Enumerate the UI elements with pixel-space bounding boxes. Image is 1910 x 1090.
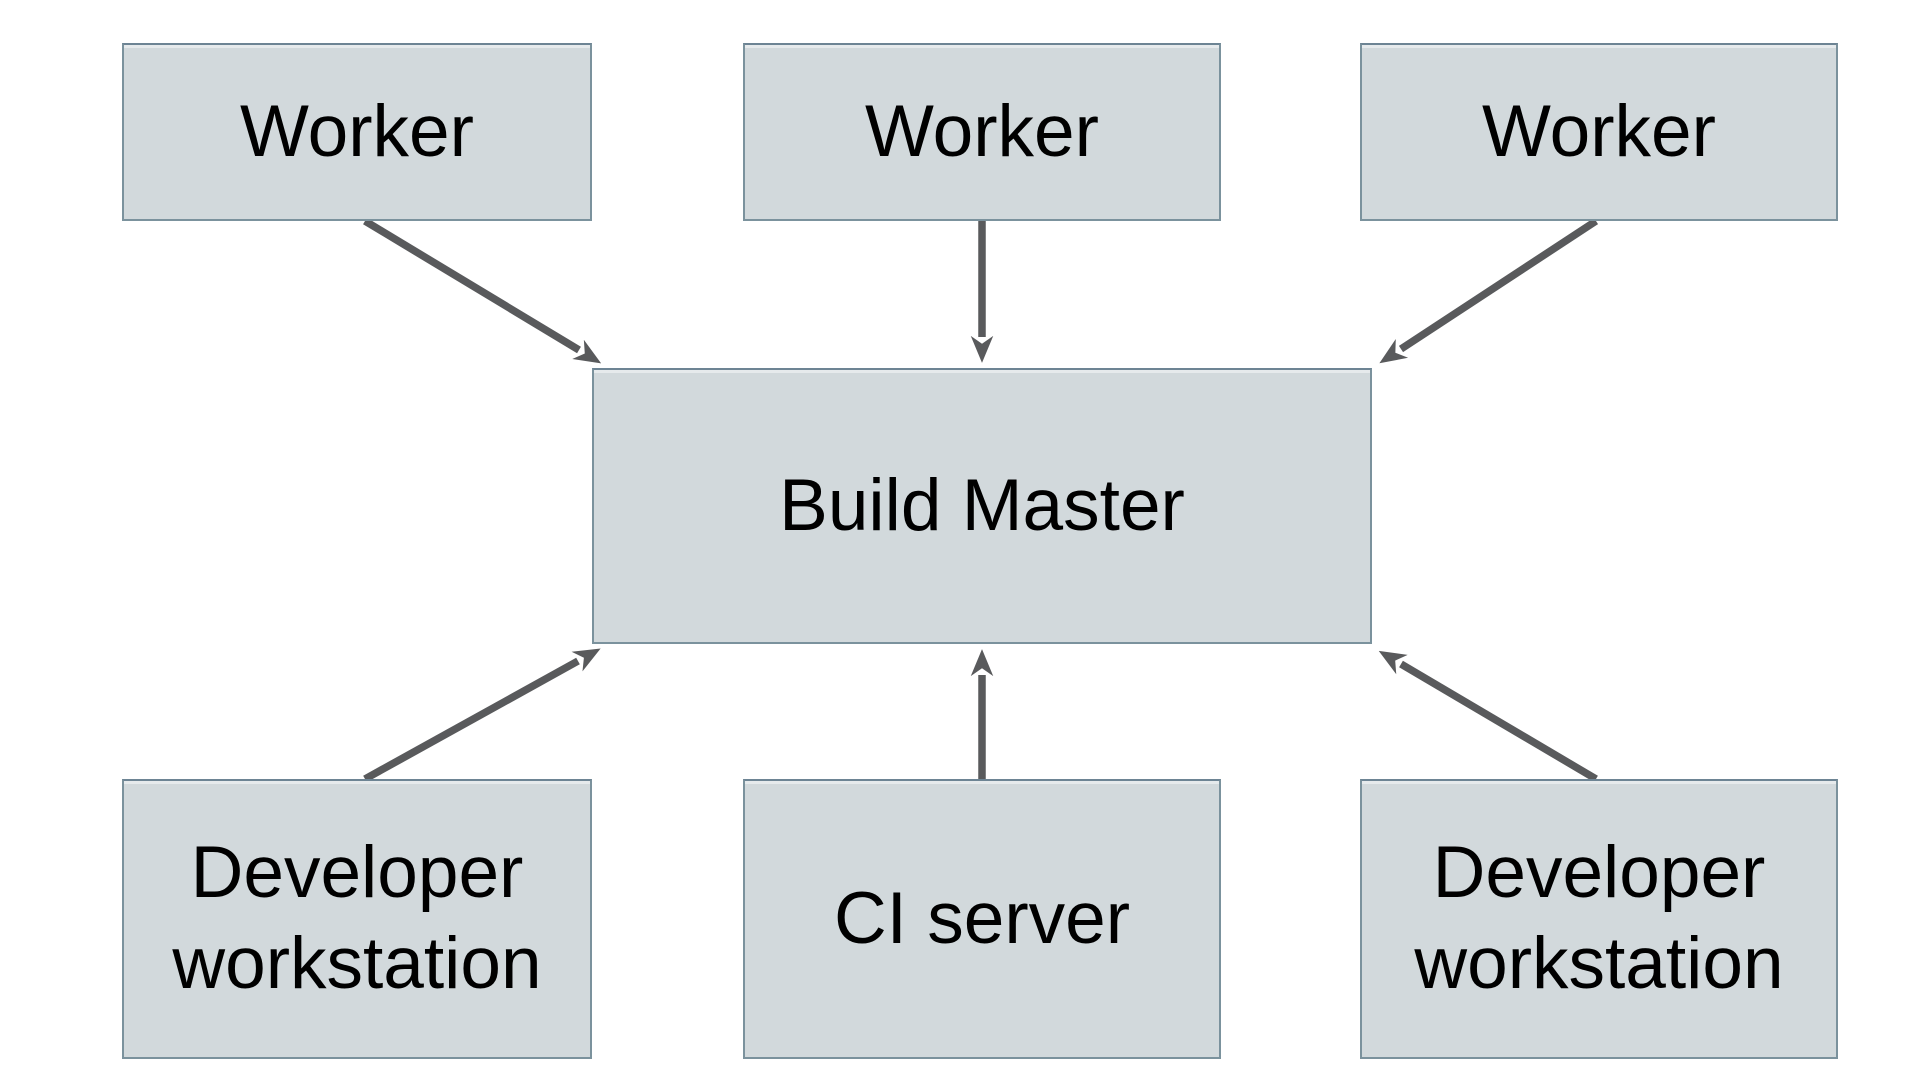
node-ci-server-label: CI server [833,877,1131,959]
node-worker-2: Worker [743,43,1221,221]
node-worker-1: Worker [122,43,592,221]
arrow-developer-workstation-right-to-build-master [1378,650,1598,783]
node-developer-workstation-left-label: Developer workstation [172,832,542,1004]
node-developer-workstation-right: Developer workstation [1360,779,1838,1059]
node-build-master: Build Master [592,368,1372,644]
arrow-worker-3-to-build-master [1379,217,1599,364]
node-developer-workstation-left: Developer workstation [122,779,592,1059]
node-developer-workstation-right-label: Developer workstation [1414,832,1784,1004]
node-build-master-label: Build Master [779,464,1185,546]
node-worker-1-label: Worker [240,90,474,172]
node-worker-2-label: Worker [865,90,1099,172]
arrow-worker-1-to-build-master [363,217,602,364]
node-worker-3: Worker [1360,43,1838,221]
node-ci-server: CI server [743,779,1221,1059]
arrow-developer-workstation-left-to-build-master [363,648,601,783]
node-worker-3-label: Worker [1482,90,1716,172]
